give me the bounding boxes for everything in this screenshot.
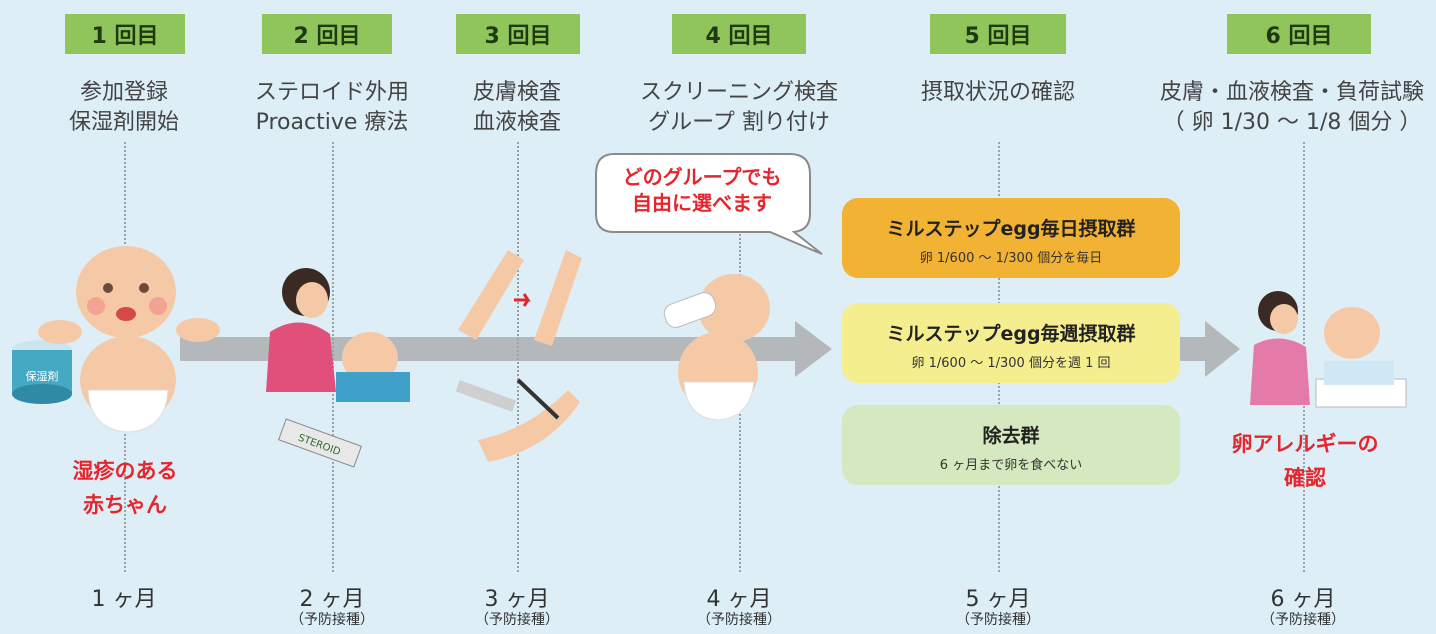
step-desc-3-line1: 皮膚検査 xyxy=(472,80,561,105)
speech-bubble-text: どのグループでも 自由に選べます xyxy=(596,164,808,216)
group-elimination: 除去群 6 ヶ月まで卵を食べない xyxy=(842,405,1180,485)
step-desc-4: スクリーニング検査 グループ 割り付け xyxy=(624,78,854,138)
group-weekly-title: ミルステップegg毎週摂取群 xyxy=(886,323,1136,345)
baby-bottle-illustration xyxy=(663,274,770,421)
month-5: 5 ヶ月 （予防接種） xyxy=(928,587,1068,629)
step-badge-6: 6 回目 xyxy=(1227,14,1371,54)
steroid-tube-icon: STEROID xyxy=(278,418,362,468)
doctor-baby-illustration xyxy=(1250,291,1407,408)
month-1: 1 ヶ月 xyxy=(64,588,184,612)
moisturizer-jar-icon: 保湿剤 xyxy=(12,340,72,404)
baby-eczema-illustration: 保湿剤 xyxy=(12,246,220,433)
month-4: 4 ヶ月 （予防接種） xyxy=(669,587,809,629)
group-daily-sub: 卵 1/600 〜 1/300 個分を毎日 xyxy=(919,251,1103,266)
step-desc-6: 皮膚・血液検査・負荷試験 （ 卵 1/30 〜 1/8 個分 ） xyxy=(1150,78,1434,138)
speech-bubble-line1: どのグループでも xyxy=(622,165,782,189)
eczema-baby-line1: 湿疹のある xyxy=(72,459,178,483)
egg-allergy-line1: 卵アレルギーの xyxy=(1231,432,1379,456)
step-desc-1-line1: 参加登録 xyxy=(79,80,168,105)
group-daily-title: ミルステップegg毎日摂取群 xyxy=(886,218,1136,240)
step-desc-3: 皮膚検査 血液検査 xyxy=(447,78,587,138)
speech-bubble-line2: 自由に選べます xyxy=(632,191,772,215)
egg-allergy-label: 卵アレルギーの 確認 xyxy=(1215,427,1395,495)
month-5-note: （予防接種） xyxy=(956,612,1040,628)
step-desc-6-line2: （ 卵 1/30 〜 1/8 個分 ） xyxy=(1162,110,1422,135)
month-2-note: （予防接種） xyxy=(290,612,374,628)
tests-illustration xyxy=(455,250,582,462)
svg-text:保湿剤: 保湿剤 xyxy=(26,369,59,383)
month-6: 6 ヶ月 （予防接種） xyxy=(1233,587,1373,629)
egg-allergy-line2: 確認 xyxy=(1284,466,1326,490)
group-weekly-sub: 卵 1/600 〜 1/300 個分を週 1 回 xyxy=(911,356,1111,371)
month-5-label: 5 ヶ月 xyxy=(965,587,1031,612)
eczema-baby-label: 湿疹のある 赤ちゃん xyxy=(40,454,210,522)
step-badge-1: 1 回目 xyxy=(65,14,185,54)
month-6-label: 6 ヶ月 xyxy=(1270,587,1336,612)
month-2: 2 ヶ月 （予防接種） xyxy=(262,587,402,629)
guide-line-2 xyxy=(332,142,334,572)
eczema-baby-line2: 赤ちゃん xyxy=(83,493,167,517)
month-3-note: （予防接種） xyxy=(475,612,559,628)
speech-bubble xyxy=(595,153,823,255)
step-desc-1: 参加登録 保湿剤開始 xyxy=(44,78,204,138)
step-badge-4: 4 回目 xyxy=(672,14,806,54)
mother-steroid-illustration: STEROID xyxy=(266,268,410,468)
step-badge-2: 2 回目 xyxy=(262,14,392,54)
step-desc-6-line1: 皮膚・血液検査・負荷試験 xyxy=(1159,80,1424,105)
step-desc-4-line2: グループ 割り付け xyxy=(648,110,830,135)
step-badge-5: 5 回目 xyxy=(930,14,1066,54)
step-desc-2-line1: ステロイド外用 xyxy=(254,80,409,105)
step-desc-5: 摂取状況の確認 xyxy=(893,78,1103,108)
month-6-note: （予防接種） xyxy=(1261,612,1345,628)
group-weekly: ミルステップegg毎週摂取群 卵 1/600 〜 1/300 個分を週 1 回 xyxy=(842,303,1180,383)
month-4-label: 4 ヶ月 xyxy=(706,587,772,612)
group-elimination-title: 除去群 xyxy=(982,425,1040,447)
step-desc-3-line2: 血液検査 xyxy=(472,110,561,135)
month-2-label: 2 ヶ月 xyxy=(299,587,365,612)
month-4-note: （予防接種） xyxy=(697,612,781,628)
group-elimination-sub: 6 ヶ月まで卵を食べない xyxy=(939,458,1083,473)
step-desc-5-line1: 摂取状況の確認 xyxy=(920,80,1075,105)
step-desc-2: ステロイド外用 Proactive 療法 xyxy=(232,78,432,138)
step-desc-1-line2: 保湿剤開始 xyxy=(68,110,179,135)
month-3-label: 3 ヶ月 xyxy=(484,587,550,612)
step-badge-3: 3 回目 xyxy=(456,14,580,54)
month-3: 3 ヶ月 （予防接種） xyxy=(447,587,587,629)
guide-line-3 xyxy=(517,142,519,572)
step-desc-2-line2: Proactive 療法 xyxy=(255,110,409,135)
step-desc-4-line1: スクリーニング検査 xyxy=(639,80,838,105)
group-daily: ミルステップegg毎日摂取群 卵 1/600 〜 1/300 個分を毎日 xyxy=(842,198,1180,278)
month-1-label: 1 ヶ月 xyxy=(91,587,157,612)
